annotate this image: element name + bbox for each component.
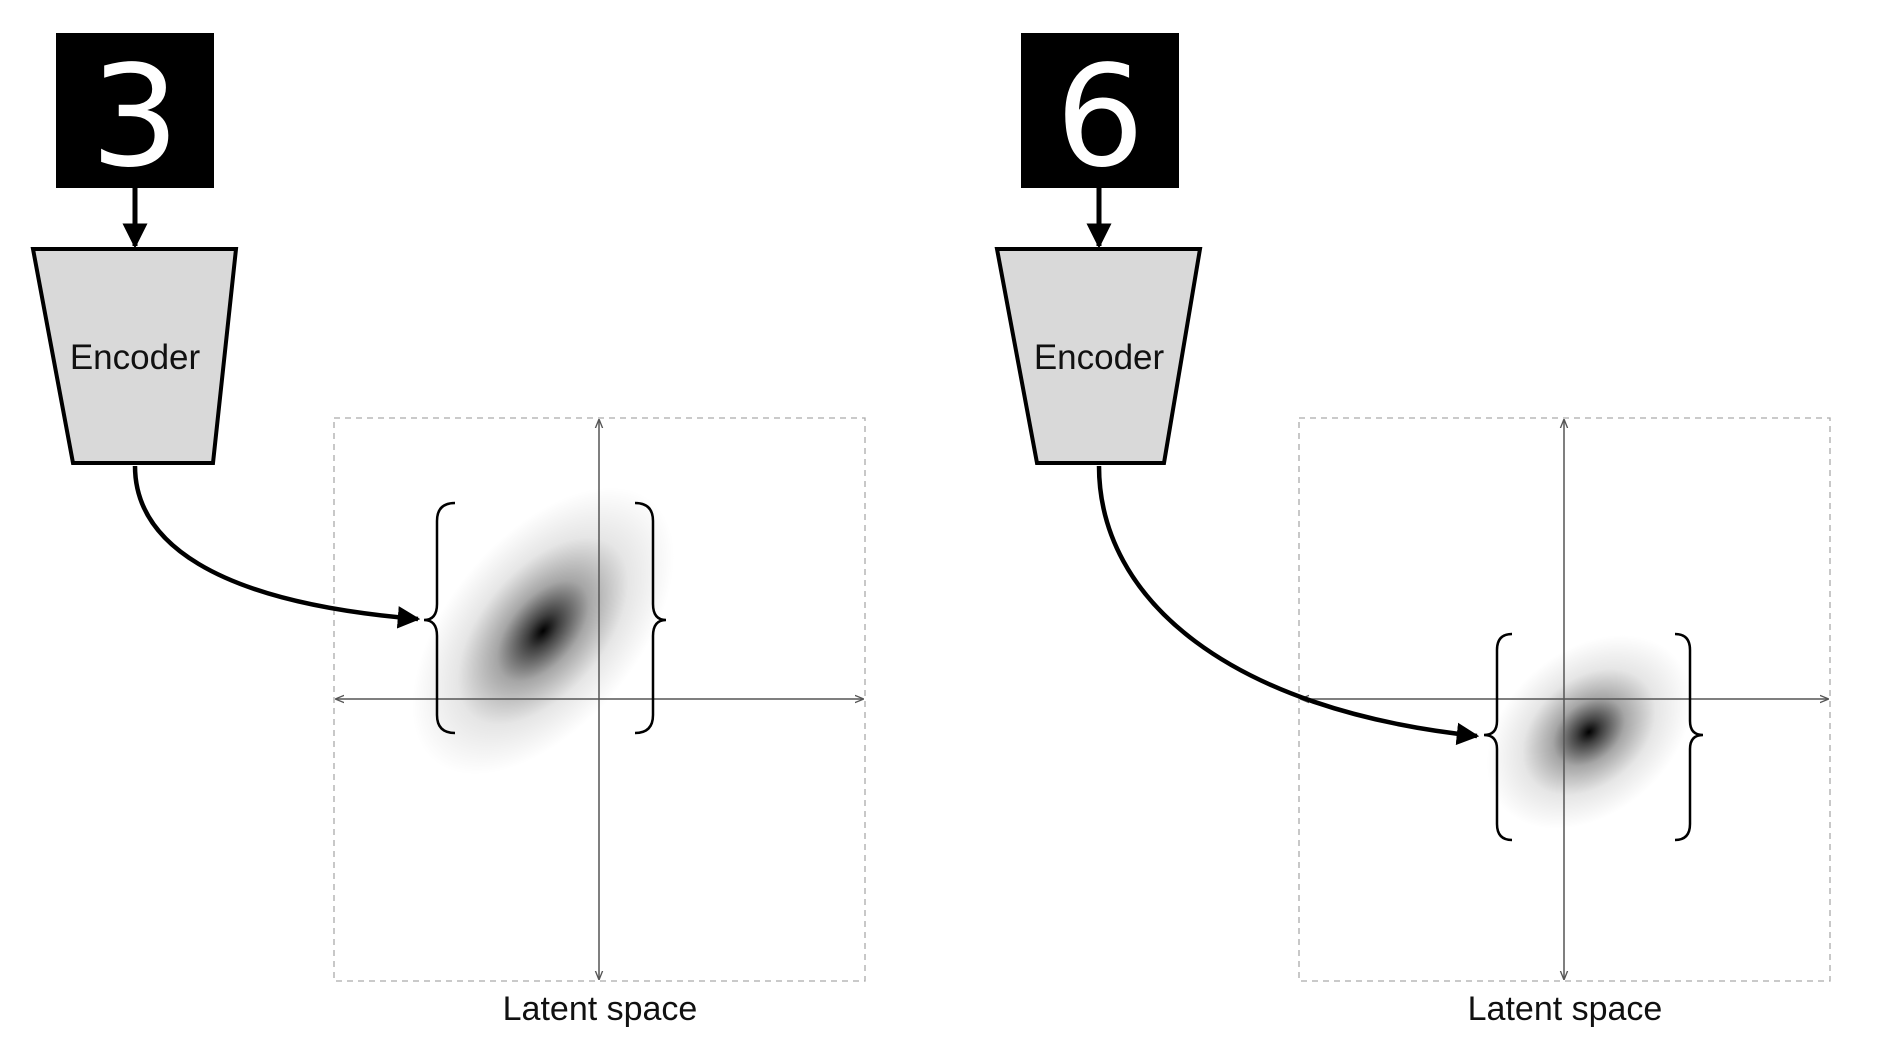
digit-3: 3 — [90, 36, 179, 199]
panel-right: 6 Encoder Latent space — [994, 33, 1831, 1028]
encoder-to-latent-arrow — [132, 465, 421, 629]
distribution-blob — [411, 487, 675, 775]
input-image-3: 3 — [56, 33, 214, 199]
distribution-blob — [1486, 634, 1692, 830]
latent-space-plot: Latent space — [1298, 417, 1831, 1028]
panel-left: 3 Encoder Latent space — [30, 33, 866, 1028]
latent-space-label: Latent space — [1468, 990, 1663, 1028]
encoder-label: Encoder — [1034, 338, 1165, 377]
left-brace — [1483, 632, 1513, 842]
encoder-label: Encoder — [70, 338, 201, 377]
encoder-block: Encoder — [30, 247, 239, 465]
latent-frame — [1298, 417, 1831, 982]
digit-6: 6 — [1055, 36, 1144, 199]
left-brace — [423, 501, 456, 735]
latent-frame — [333, 417, 866, 982]
right-brace — [634, 501, 667, 735]
latent-space-plot: Latent space — [333, 417, 866, 1028]
input-image-6: 6 — [1021, 33, 1179, 199]
latent-space-label: Latent space — [503, 990, 698, 1028]
encoder-block: Encoder — [994, 247, 1203, 465]
encoder-to-latent-arrow — [1096, 465, 1480, 746]
right-brace — [1674, 632, 1704, 842]
